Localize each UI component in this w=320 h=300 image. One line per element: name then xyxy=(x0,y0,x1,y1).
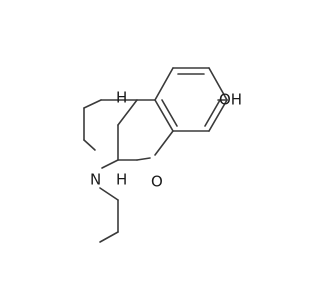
bond-pyran-o-ar xyxy=(154,130,174,156)
bond-aromatic-3 xyxy=(208,99,228,132)
label-layer: H H O OH N xyxy=(90,89,242,191)
bond-aromatic-5-inner xyxy=(161,99,178,127)
bond-aromatic-3-inner xyxy=(204,99,221,127)
bond-pip-3 xyxy=(83,99,102,109)
molecule-diagram: H H O OH N xyxy=(83,67,242,243)
bond-pip-n-ch xyxy=(101,159,119,169)
atom-label-nitrogen: N xyxy=(90,171,101,189)
bond-aromatic-5 xyxy=(154,99,174,132)
bond-aromatic-2 xyxy=(208,67,228,101)
bond-propyl-1 xyxy=(99,187,119,201)
atom-label-h-lower: H xyxy=(116,171,127,189)
bond-aromatic-6 xyxy=(154,67,174,101)
bond-pyran-fusion xyxy=(117,99,138,126)
atom-label-oxygen-ring: O xyxy=(151,173,163,191)
atom-label-h-upper: H xyxy=(116,89,127,107)
bond-layer xyxy=(83,67,228,243)
atom-label-hydroxyl: OH xyxy=(219,91,242,109)
bond-propyl-3 xyxy=(99,231,119,243)
bond-pip-5 xyxy=(83,139,96,151)
bond-pyran-ch2-o xyxy=(136,157,151,161)
